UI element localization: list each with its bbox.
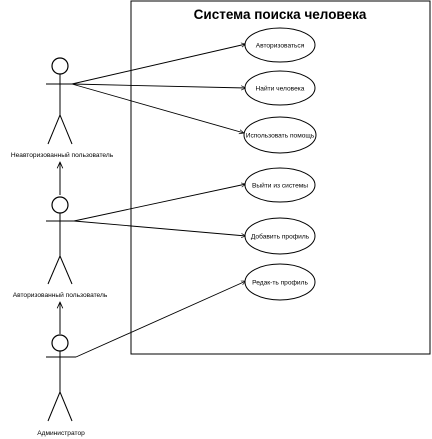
system-boundary <box>130 0 431 355</box>
assoc-guest-login <box>71 44 246 85</box>
actor-user: Авторизованный пользователь <box>13 196 108 299</box>
use-case-login: Авторизоваться <box>244 27 316 63</box>
actor-head <box>51 334 69 352</box>
use-case-label: Редак-ть профиль <box>252 280 308 287</box>
use-case-help: Использовать помощь <box>243 116 317 154</box>
associations <box>71 44 246 358</box>
use-case-label: Добавить профиль <box>251 233 310 241</box>
system-title: Система поиска человека <box>194 7 367 22</box>
use-case-add: Добавить профиль <box>244 217 316 255</box>
actor-label-user: Авторизованный пользователь <box>13 291 108 299</box>
use-case-logout: Выйти из системы <box>244 167 316 203</box>
actor-label-admin: Администратор <box>37 430 85 437</box>
actor-guest: Неавторизованный пользователь <box>11 57 114 159</box>
use-case-label: Авторизоваться <box>256 43 305 50</box>
actor-admin: Администратор <box>37 334 85 437</box>
use-case-find: Найти человека <box>244 70 316 106</box>
use-case-label: Использовать помощь <box>246 133 315 140</box>
assoc-guest-help <box>71 83 244 133</box>
use-case-label: Выйти из системы <box>252 182 308 190</box>
assoc-guest-find <box>71 83 246 88</box>
actor-label-guest: Неавторизованный пользователь <box>11 151 114 159</box>
actor-head <box>51 57 69 75</box>
assoc-admin-edit <box>75 280 246 358</box>
assoc-user-logout <box>73 184 246 222</box>
use-case-edit: Редак-ть профиль <box>244 263 316 301</box>
actor-head <box>51 196 69 214</box>
assoc-user-add <box>73 220 246 236</box>
use-case-label: Найти человека <box>256 85 305 93</box>
